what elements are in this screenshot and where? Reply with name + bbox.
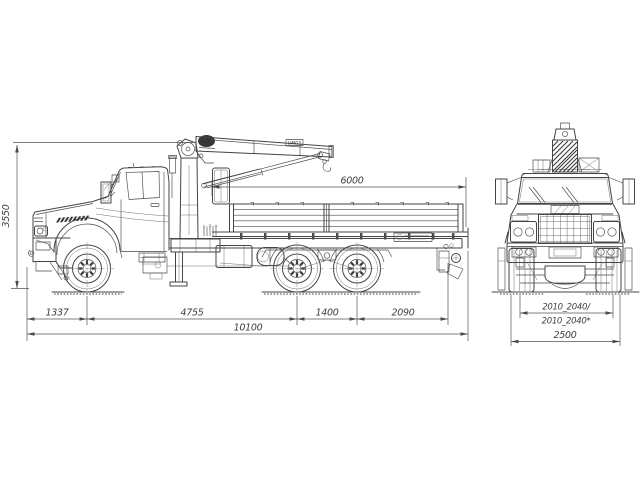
crane-hook <box>318 151 331 172</box>
muffler <box>256 247 285 266</box>
fuel-tank <box>215 245 253 268</box>
front-axle <box>515 257 615 289</box>
dim-height-label: 3550 <box>1 204 12 227</box>
dim-track-a-label: 2010_2040/ <box>542 303 591 313</box>
dim-track: 2010_2040/ 2010_2040* <box>519 295 614 327</box>
crane-boom: UM03 <box>195 136 334 164</box>
dim-bogie-label: 1400 <box>316 308 339 319</box>
dim-chain: 1337 4755 1400 2090 10100 <box>26 251 469 341</box>
rear-suspension <box>219 249 393 270</box>
front-view-wheels <box>508 248 622 293</box>
front-cab <box>495 169 635 263</box>
front-view-crane <box>532 122 600 173</box>
front-fender <box>53 217 121 253</box>
windshield <box>517 177 613 204</box>
cab-step <box>138 252 166 265</box>
crane: UM03 <box>169 135 334 287</box>
dim-wheelbase-label: 4755 <box>181 308 204 319</box>
dim-front-overhang-label: 1337 <box>46 308 69 319</box>
front-headlights <box>510 215 620 243</box>
dim-platform-length-label: 6000 <box>341 176 364 187</box>
dim-track-b-label: 2010_2040* <box>542 317 591 327</box>
dim-platform-length: 6000 <box>211 176 467 227</box>
boom-brand-label: UM03 <box>288 141 301 147</box>
frame-brackets <box>240 233 455 240</box>
dim-rear-overhang-label: 2090 <box>392 308 415 319</box>
manufacturer-plate <box>393 232 433 242</box>
dimensions: 3550 6000 1337 4755 1400 2090 10100 2010… <box>1 142 621 346</box>
front-view <box>491 122 640 295</box>
rear-lamp-bracket <box>436 243 464 280</box>
side-mirror <box>100 174 120 204</box>
cab <box>28 155 268 281</box>
dim-height: 3550 <box>1 142 193 289</box>
front-grille <box>538 214 592 244</box>
ground-line-side <box>51 291 421 295</box>
front-bumper <box>28 237 73 281</box>
cargo-platform <box>169 167 469 249</box>
dim-overall-width-label: 2500 <box>554 330 577 341</box>
outrigger <box>169 251 188 287</box>
front-mirrors <box>495 177 635 205</box>
dim-overall-width: 2500 <box>510 295 621 346</box>
dim-overall-length-label: 10100 <box>234 323 263 334</box>
lift-cylinder <box>202 153 322 188</box>
headlight <box>34 225 48 237</box>
side-view: UM03 <box>28 135 469 296</box>
